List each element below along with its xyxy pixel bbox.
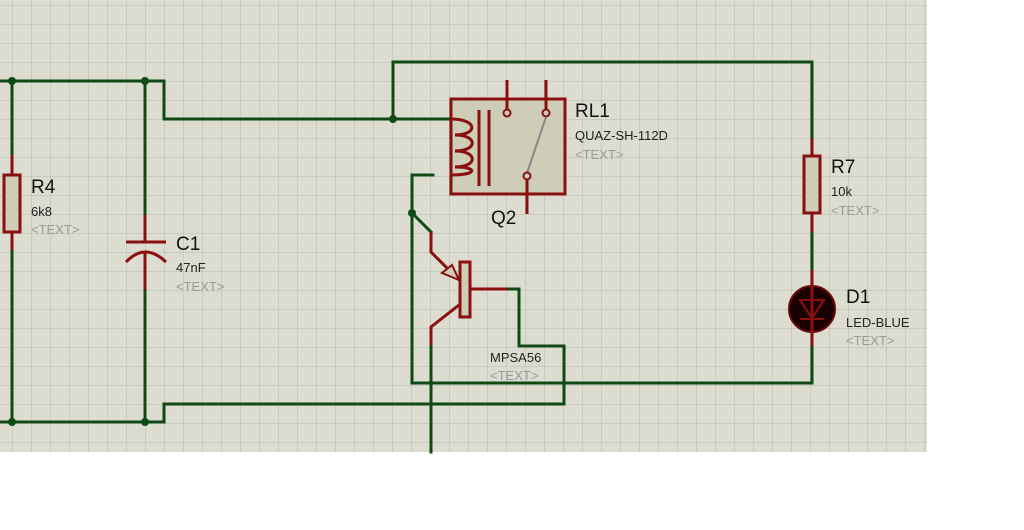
junction <box>141 77 149 85</box>
resistor-r7[interactable]: R7 10k <TEXT> <box>802 138 879 232</box>
wire-d1-bottom[interactable] <box>410 173 814 385</box>
r7-text: <TEXT> <box>831 203 879 218</box>
capacitor-c1[interactable]: C1 47nF <TEXT> <box>124 215 224 294</box>
q2-text: <TEXT> <box>490 368 538 383</box>
junction <box>389 115 397 123</box>
c1-ref: C1 <box>176 234 200 255</box>
wire-bottom-left[interactable] <box>0 287 566 424</box>
c1-value: 47nF <box>176 260 206 275</box>
grid <box>0 0 927 452</box>
led-d1[interactable]: D1 LED-BLUE <TEXT> <box>788 270 910 348</box>
r4-ref: R4 <box>31 177 56 198</box>
junction <box>8 418 16 426</box>
junction <box>141 418 149 426</box>
wire-top-left[interactable] <box>0 79 453 121</box>
r7-ref: R7 <box>831 157 855 178</box>
c1-text: <TEXT> <box>176 279 224 294</box>
rl1-value: QUAZ-SH-112D <box>575 128 668 143</box>
junction <box>8 77 16 85</box>
rl1-text: <TEXT> <box>575 147 623 162</box>
transistor-q2[interactable]: Q2 MPSA56 <TEXT> <box>409 208 541 383</box>
d1-text: <TEXT> <box>846 333 894 348</box>
d1-value: LED-BLUE <box>846 315 910 330</box>
r7-value: 10k <box>831 184 852 199</box>
resistor-r4[interactable]: R4 6k8 <TEXT> <box>2 155 79 250</box>
relay-rl1[interactable]: RL1 QUAZ-SH-112D <TEXT> <box>449 80 668 214</box>
r4-value: 6k8 <box>31 204 52 219</box>
q2-ref: Q2 <box>491 208 516 229</box>
wire-top-loop[interactable] <box>391 60 814 157</box>
rl1-ref: RL1 <box>575 101 610 122</box>
d1-ref: D1 <box>846 287 870 308</box>
r4-text: <TEXT> <box>31 222 79 237</box>
q2-value: MPSA56 <box>490 350 541 365</box>
